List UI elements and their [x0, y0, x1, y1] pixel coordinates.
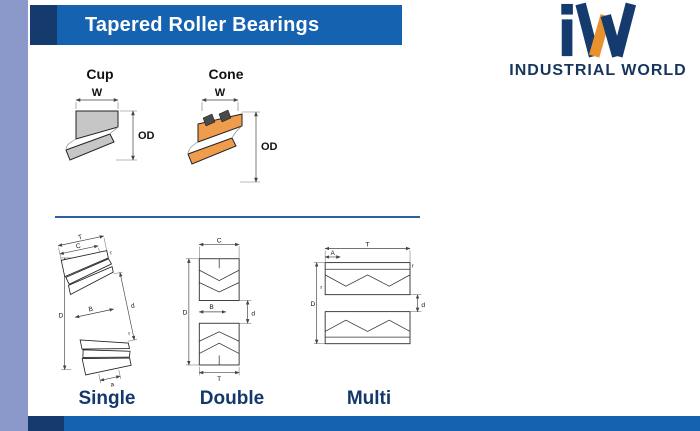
- multi-dim-d: d: [421, 302, 425, 309]
- cone-w-dim-label: W: [215, 87, 226, 99]
- single-dim-a: a: [110, 382, 115, 389]
- double-dim-d: d: [251, 311, 255, 318]
- type-label-double: Double: [199, 388, 265, 409]
- multi-dim-r-left: r: [320, 285, 322, 291]
- left-side-strip: [0, 0, 28, 431]
- footer-banner: [28, 416, 700, 431]
- double-dim-T: T: [217, 376, 221, 383]
- double-bearing-diagram: C B d D T: [183, 238, 256, 383]
- multi-dim-D: D: [311, 301, 316, 308]
- monogram-i-dot: [560, 3, 573, 15]
- cup-od-dim-label: OD: [138, 130, 155, 142]
- cone-label: Cone: [208, 66, 244, 82]
- single-dim-r-bottom: r: [128, 331, 131, 337]
- cup-diagram: W OD: [65, 87, 155, 161]
- multi-dim-r-right: r: [412, 263, 414, 269]
- type-label-multi: Multi: [346, 388, 392, 409]
- single-dim-C: C: [75, 243, 81, 251]
- section-divider: [55, 216, 420, 218]
- double-dim-C: C: [217, 238, 222, 245]
- double-dim-D: D: [183, 310, 188, 317]
- monogram-w-stroke4: [611, 2, 636, 58]
- single-dim-B: B: [88, 306, 94, 314]
- footer-accent-square: [28, 416, 64, 431]
- double-dim-B: B: [209, 304, 214, 311]
- cup-cross-section-bottom: [65, 133, 115, 161]
- cup-cross-section-top: [75, 110, 119, 140]
- header-accent-square: [30, 5, 57, 45]
- cone-cross-section-bottom: [187, 137, 237, 165]
- single-dim-r-top: r: [110, 250, 113, 256]
- cone-diagram: W OD: [187, 87, 278, 183]
- single-dim-T: T: [78, 234, 83, 242]
- header-bar: Tapered Roller Bearings: [57, 5, 402, 45]
- company-logo: INDUSTRIAL WORLD: [500, 2, 696, 80]
- single-bearing-diagram: D T C B d a r r: [57, 234, 138, 389]
- header-banner: Tapered Roller Bearings: [30, 5, 402, 45]
- roller: [202, 113, 216, 127]
- footer-bar: [64, 416, 700, 431]
- page-title: Tapered Roller Bearings: [85, 13, 320, 36]
- roller: [218, 109, 232, 123]
- single-bearing-section: T C B d a r r: [57, 234, 138, 389]
- single-dim-d: d: [130, 302, 135, 310]
- multi-dim-A: A: [331, 250, 336, 257]
- cone-od-dim-label: OD: [261, 141, 278, 153]
- type-label-single: Single: [78, 388, 136, 409]
- iw-monogram-icon: [560, 2, 636, 58]
- cup-label: Cup: [86, 66, 114, 82]
- single-dim-D: D: [59, 312, 64, 319]
- brand-name: INDUSTRIAL WORLD: [509, 62, 687, 79]
- multi-dim-T: T: [366, 242, 370, 249]
- multi-bearing-diagram: T A d D r r: [311, 242, 425, 345]
- cup-w-dim-label: W: [92, 87, 103, 99]
